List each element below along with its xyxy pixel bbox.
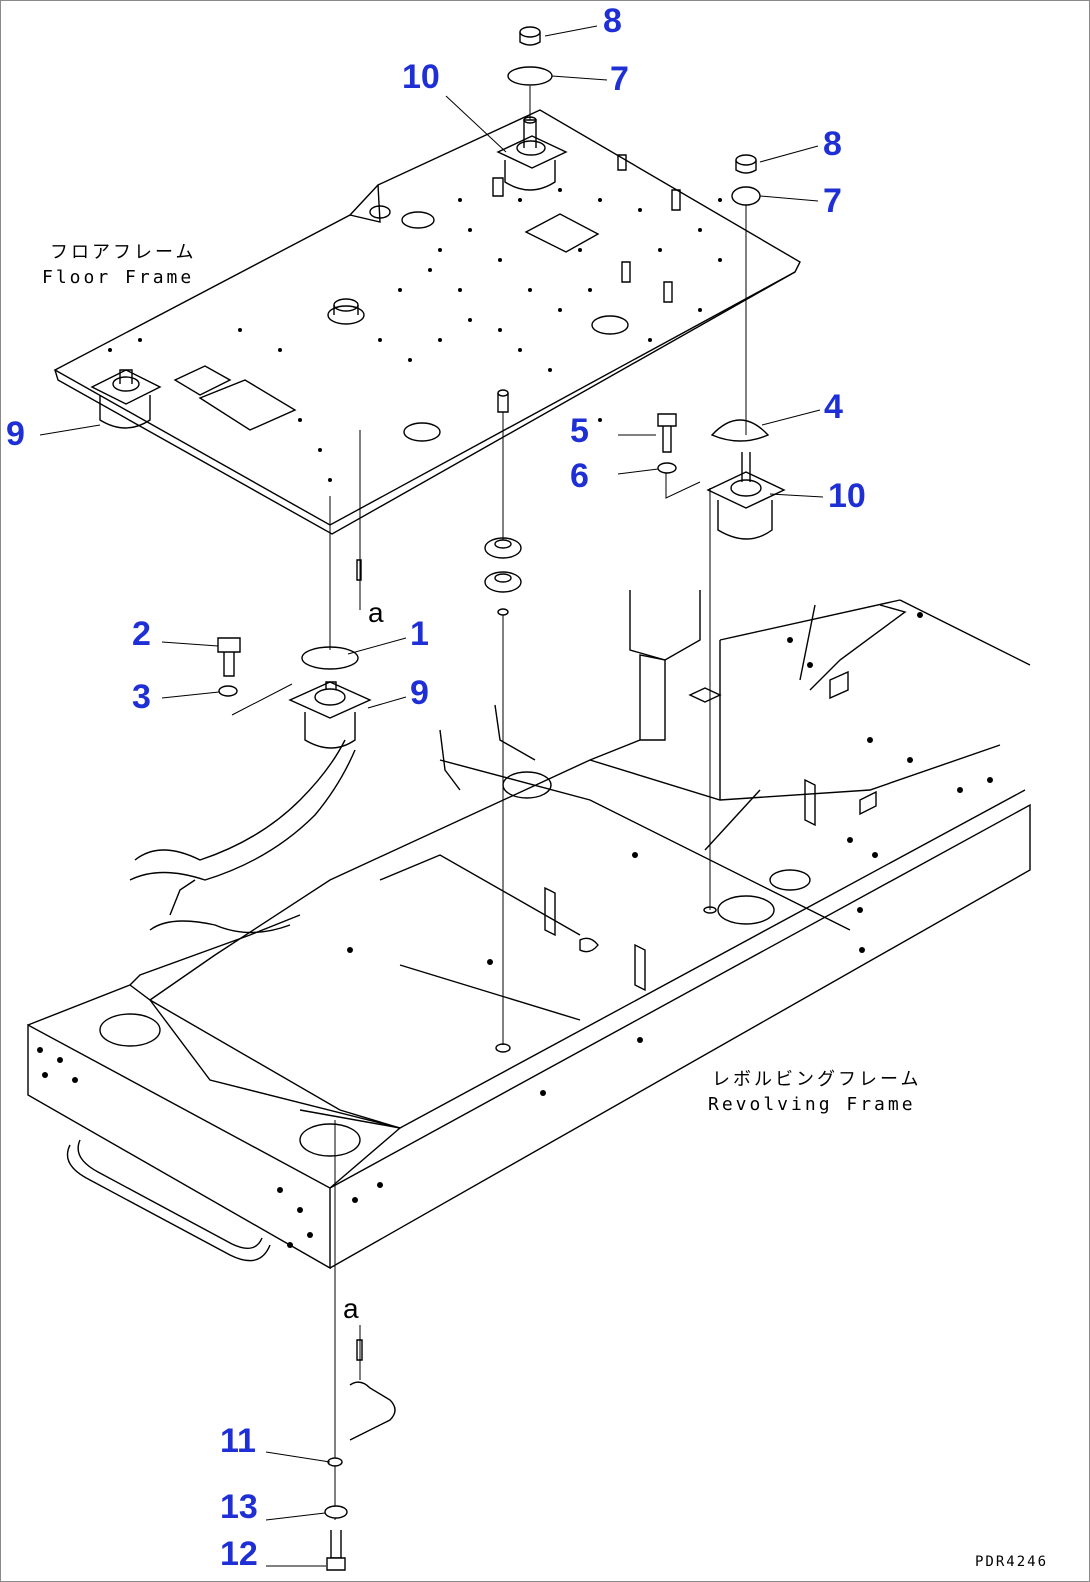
center-pin-and-rubbers — [484, 389, 522, 616]
part-3-washer — [218, 685, 238, 697]
part-7-washer-top — [507, 66, 553, 86]
part-10-mount-right — [706, 452, 786, 540]
part-8-nut-right — [735, 154, 757, 174]
callout-13: 13 — [220, 1488, 258, 1526]
callout-4: 4 — [824, 388, 843, 426]
callout-9-left: 9 — [6, 415, 25, 453]
reference-a-bottom: a — [343, 1293, 359, 1324]
callout-2: 2 — [132, 615, 151, 653]
plate-holes — [108, 188, 722, 482]
part-4-cap — [710, 419, 770, 442]
callout-numbers: 8 7 10 8 7 4 5 6 10 9 2 3 1 9 11 13 12 — [6, 2, 866, 1573]
floor-frame-label-en: Floor Frame — [42, 267, 194, 288]
callout-3: 3 — [132, 678, 151, 716]
part-8-nut-top — [519, 26, 541, 46]
frame-holes — [37, 612, 993, 1248]
part-6-washer — [657, 462, 677, 474]
floor-frame-label-jp: フロアフレーム — [50, 242, 196, 263]
callout-10-right: 10 — [828, 477, 866, 515]
leader-lines — [39, 25, 824, 1567]
part-13-washer — [324, 1505, 348, 1519]
callout-1: 1 — [410, 615, 429, 653]
callout-7-right: 7 — [823, 182, 842, 220]
part-11-washer — [327, 1457, 343, 1467]
part-1-washer — [301, 646, 359, 670]
mount-9-left — [90, 369, 162, 429]
part-12-bolt — [326, 1530, 346, 1571]
callout-8-top: 8 — [603, 2, 622, 40]
callout-7-top: 7 — [610, 60, 629, 98]
revolving-frame — [27, 590, 1031, 1441]
part-7-washer-right — [731, 186, 761, 206]
part-2-bolt — [217, 637, 241, 677]
callout-11: 11 — [220, 1422, 256, 1460]
frame-labels: フロアフレーム Floor Frame レボルビングフレーム Revolving… — [42, 242, 1048, 1570]
reference-a-top: a — [368, 597, 384, 628]
part-5-bolt — [657, 413, 677, 453]
part-9-mount-mid — [288, 681, 372, 749]
callout-9-mid: 9 — [410, 674, 429, 712]
revolving-frame-label-jp: レボルビングフレーム — [712, 1069, 921, 1090]
callout-8-right: 8 — [823, 125, 842, 163]
drawing-code: PDR4246 — [975, 1554, 1048, 1570]
mount-10-top — [496, 116, 568, 191]
callout-10-top: 10 — [402, 58, 440, 96]
callout-12: 12 — [220, 1535, 258, 1573]
callout-6: 6 — [570, 457, 589, 495]
floor-frame-plate — [53, 109, 801, 535]
revolving-frame-label-en: Revolving Frame — [708, 1094, 916, 1115]
callout-5: 5 — [570, 412, 589, 450]
